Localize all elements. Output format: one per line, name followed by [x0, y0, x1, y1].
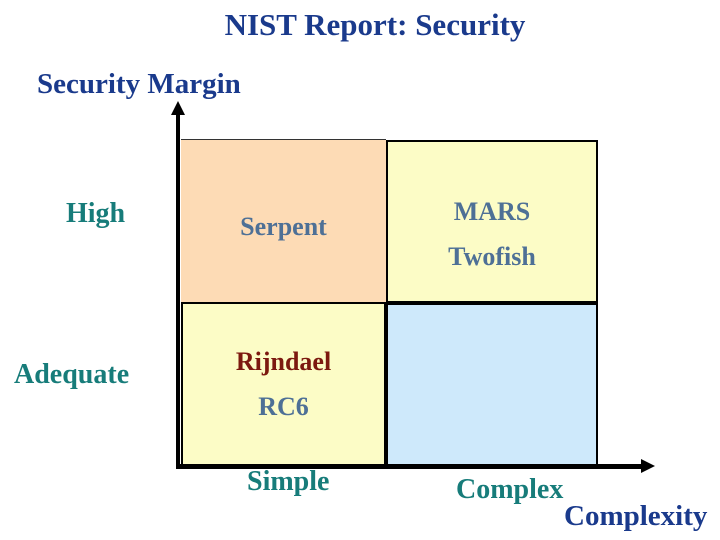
- x-axis-line: [177, 464, 645, 469]
- x-tick-simple: Simple: [247, 466, 330, 497]
- right-arrowhead-icon: [641, 459, 655, 473]
- page-title: NIST Report: Security: [224, 7, 526, 42]
- quadrant-high-complex: MARS Twofish: [386, 140, 598, 303]
- cipher-label-serpent: Serpent: [240, 211, 327, 241]
- y-axis-label: Security Margin: [37, 68, 241, 100]
- cipher-label-rc6: RC6: [258, 391, 309, 421]
- cipher-label-rijndael: Rijndael: [235, 346, 332, 376]
- quadrant-adequate-simple: Rijndael RC6: [181, 302, 386, 466]
- quadrant-high-simple: Serpent: [181, 139, 386, 302]
- cipher-label-mars: MARS: [453, 197, 531, 227]
- cipher-label-twofish: Twofish: [448, 242, 536, 271]
- x-axis-label: Complexity: [564, 500, 708, 532]
- y-tick-adequate: Adequate: [14, 359, 130, 390]
- y-axis-line: [176, 113, 180, 469]
- x-tick-complex: Complex: [456, 474, 564, 505]
- y-tick-high: High: [66, 198, 126, 229]
- up-arrowhead-icon: [171, 101, 185, 115]
- quadrant-adequate-complex: [386, 303, 598, 466]
